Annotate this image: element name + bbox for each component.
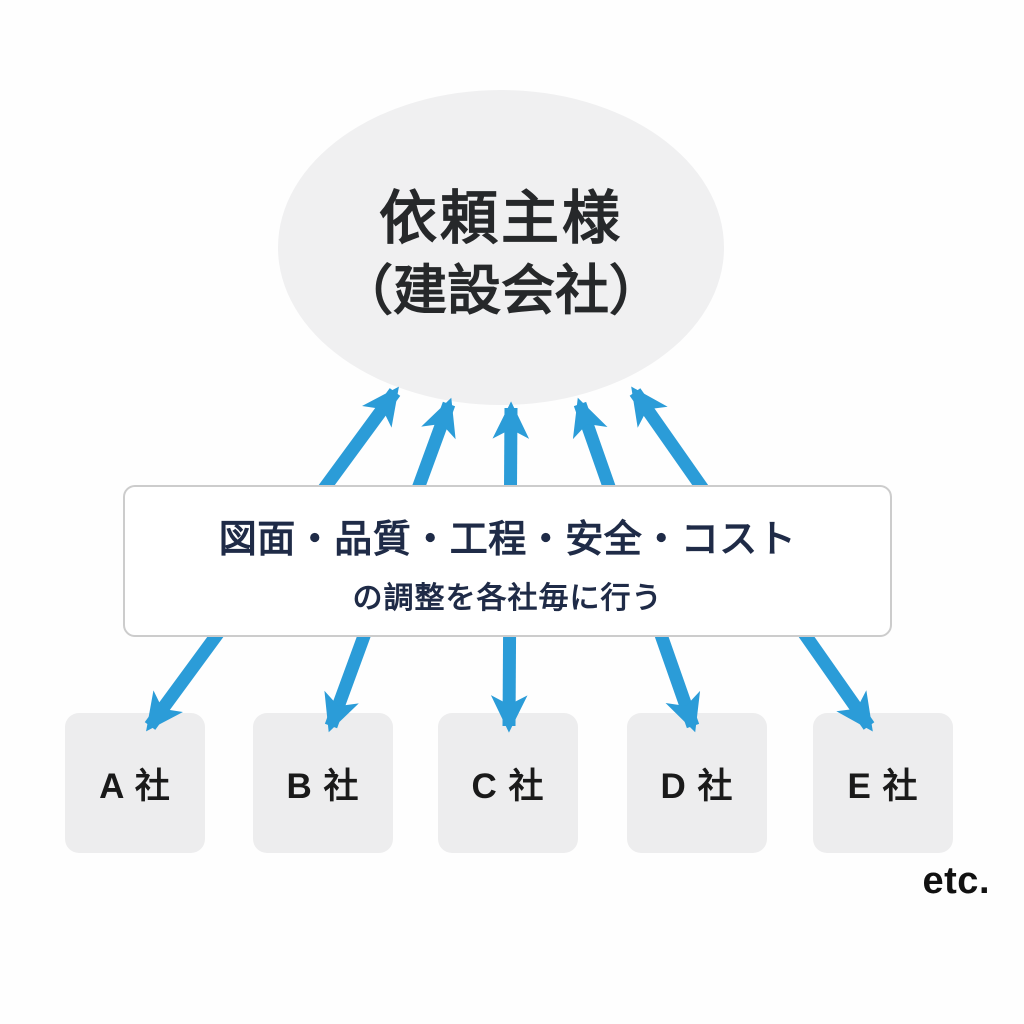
company-node-b: B 社 — [253, 713, 393, 853]
coordination-description-text: の調整を各社毎に行う — [352, 581, 663, 615]
company-node-d: D 社 — [627, 713, 767, 853]
company-node-c: C 社 — [438, 713, 578, 853]
etc-label: etc. — [922, 860, 990, 902]
client-subtitle: （建設会社） — [339, 260, 663, 321]
company-label-a: A 社 — [99, 766, 171, 806]
client-title: 依頼主様 — [378, 186, 623, 252]
company-label-e: E 社 — [847, 766, 919, 806]
client-node: 依頼主様 （建設会社） — [278, 90, 724, 405]
company-label-d: D 社 — [660, 766, 734, 806]
company-node-e: E 社 — [813, 713, 953, 853]
coordination-note-box: 図面・品質・工程・安全・コスト の調整を各社毎に行う — [123, 485, 892, 637]
company-label-c: C 社 — [471, 766, 545, 806]
company-node-a: A 社 — [65, 713, 205, 853]
company-label-b: B 社 — [286, 766, 360, 806]
coordination-items-text: 図面・品質・工程・安全・コスト — [218, 518, 797, 561]
